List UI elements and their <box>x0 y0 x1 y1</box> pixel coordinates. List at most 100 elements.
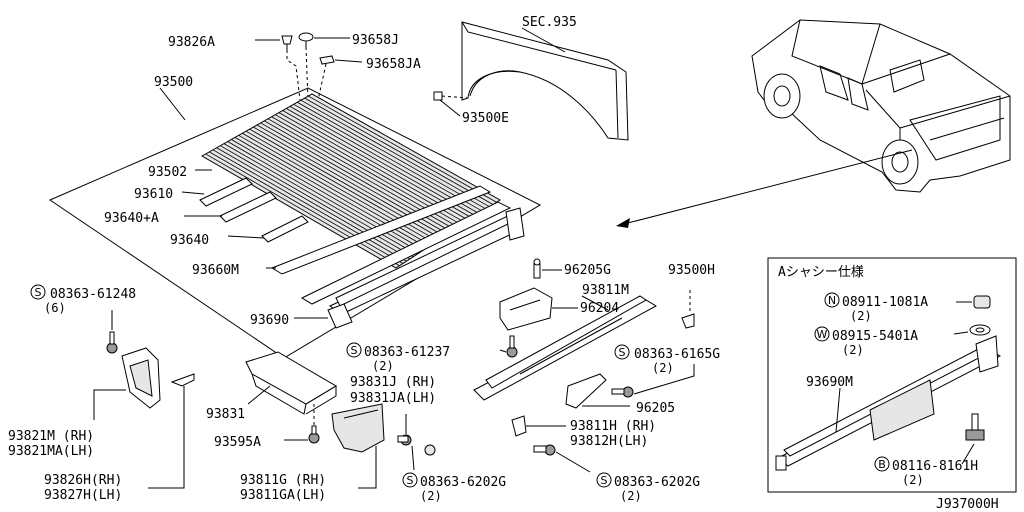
floor-rib <box>205 153 400 267</box>
diagram-id: J937000H <box>936 497 999 512</box>
floor-rib <box>212 149 407 262</box>
leader-93500e <box>439 99 461 117</box>
crossmember-93640a <box>219 191 277 223</box>
label-93660m: 93660M <box>192 263 239 278</box>
label-08363-61248: 08363-61248 <box>50 287 136 302</box>
clip-93811h <box>511 415 527 437</box>
label-93811h: 93811H (RH) <box>570 419 656 434</box>
svg-text:S: S <box>601 474 608 487</box>
label-08363-6202g-b: 08363-6202G <box>614 475 700 490</box>
leader-93811m <box>581 295 609 311</box>
label-93831j: 93831J (RH) <box>350 375 436 390</box>
qty-08363-6165g: (2) <box>652 361 674 375</box>
svg-text:B: B <box>878 458 886 471</box>
label-93640a: 93640+A <box>104 211 159 226</box>
label-93826h: 93826H(RH) <box>44 473 122 488</box>
symbol-screw-08363-61248: S <box>30 284 46 300</box>
bed-floor-outline <box>48 87 542 359</box>
bolt-08116 <box>965 413 985 441</box>
bed-floor-panel <box>200 93 501 269</box>
leader-93640 <box>227 235 265 239</box>
qty-08911: (2) <box>850 309 872 323</box>
label-08911: 08911-1081A <box>842 295 928 310</box>
bracket-93831 <box>245 351 337 415</box>
label-93690: 93690 <box>250 313 289 328</box>
qty-08363-61237: (2) <box>372 359 394 373</box>
label-93595a: 93595A <box>214 435 261 450</box>
bracket-93821m <box>121 347 161 409</box>
label-93821ma: 93821MA(LH) <box>8 444 94 459</box>
qty-08363-61248: (6) <box>44 301 66 315</box>
floor-rib <box>289 106 480 214</box>
floor-rib <box>286 108 476 217</box>
floor-rib <box>282 110 473 219</box>
label-93500: 93500 <box>154 75 193 90</box>
label-93500h: 93500H <box>668 263 715 278</box>
symbol-bolt-08116: B <box>874 456 890 472</box>
leader-08363-61237 <box>499 349 507 353</box>
pointer-arrow <box>623 149 913 225</box>
bolt-93831j <box>397 434 412 446</box>
label-93811ga: 93811GA(LH) <box>240 488 326 503</box>
bracket-96205 <box>565 373 607 409</box>
label-93811g: 93811G (RH) <box>240 473 326 488</box>
label-93502: 93502 <box>148 165 187 180</box>
svg-text:N: N <box>828 294 836 307</box>
leader-93500 <box>159 87 186 121</box>
rail-93690m <box>775 335 1002 471</box>
label-93831ja: 93831JA(LH) <box>350 391 436 406</box>
qty-08116: (2) <box>902 473 924 487</box>
leader-08363-6202g-a <box>411 445 415 471</box>
crossmember-93640 <box>261 215 309 243</box>
label-96204: 96204 <box>580 301 619 316</box>
floor-rib <box>308 95 497 203</box>
label-93811m: 93811M <box>582 283 629 298</box>
bolt-93595a <box>308 425 320 444</box>
symbol-washer-08915: W <box>814 326 830 342</box>
dash-93500e <box>441 95 469 99</box>
pointer-arrow-head <box>616 218 630 228</box>
floor-rib <box>304 97 494 205</box>
leader-08363-6202g-b <box>555 451 591 473</box>
label-93658j: 93658J <box>352 33 399 48</box>
floor-rib <box>227 141 421 253</box>
svg-text:S: S <box>35 286 42 299</box>
rail-93690 <box>327 207 525 329</box>
floor-rib <box>216 147 411 260</box>
label-93812h: 93812H(LH) <box>570 434 648 449</box>
bolt-08363-6165g <box>611 386 634 398</box>
leader-93831 <box>247 385 271 405</box>
symbol-nut-08911: N <box>824 292 840 308</box>
floor-rib <box>220 145 414 258</box>
qty-08915: (2) <box>842 343 864 357</box>
floor-rib <box>231 139 424 251</box>
label-08116: 08116-8161H <box>892 459 978 474</box>
corner-cap-93811g <box>331 403 385 453</box>
leader-93811g <box>358 446 377 489</box>
leader-93826h <box>148 386 185 489</box>
sill-93811m <box>473 295 658 401</box>
dash-93826a <box>286 50 301 101</box>
crossmember-93610 <box>199 177 253 207</box>
svg-text:W: W <box>817 328 828 341</box>
label-93826a: 93826A <box>168 35 215 50</box>
label-08363-61237: 08363-61237 <box>364 345 450 360</box>
dash-93658j <box>305 46 309 101</box>
bolt-08363-61237 <box>506 335 518 358</box>
label-96205g: 96205G <box>564 263 611 278</box>
label-08915: 08915-5401A <box>832 329 918 344</box>
label-93610: 93610 <box>134 187 173 202</box>
leader-08915 <box>953 331 969 335</box>
leader-93821m <box>93 389 126 420</box>
qty-08363-6202g-a: (2) <box>420 489 442 503</box>
clip-93826a-part <box>281 35 293 50</box>
label-93821m: 93821M (RH) <box>8 429 94 444</box>
nut-08911 <box>973 295 991 309</box>
label-sec935: SEC.935 <box>522 15 577 30</box>
clip-93658j-part <box>298 32 314 47</box>
floor-rib <box>300 99 490 208</box>
label-93658ja: 93658JA <box>366 57 421 72</box>
label-08363-6202g-a: 08363-6202G <box>420 475 506 490</box>
leader-93658ja <box>334 59 363 63</box>
